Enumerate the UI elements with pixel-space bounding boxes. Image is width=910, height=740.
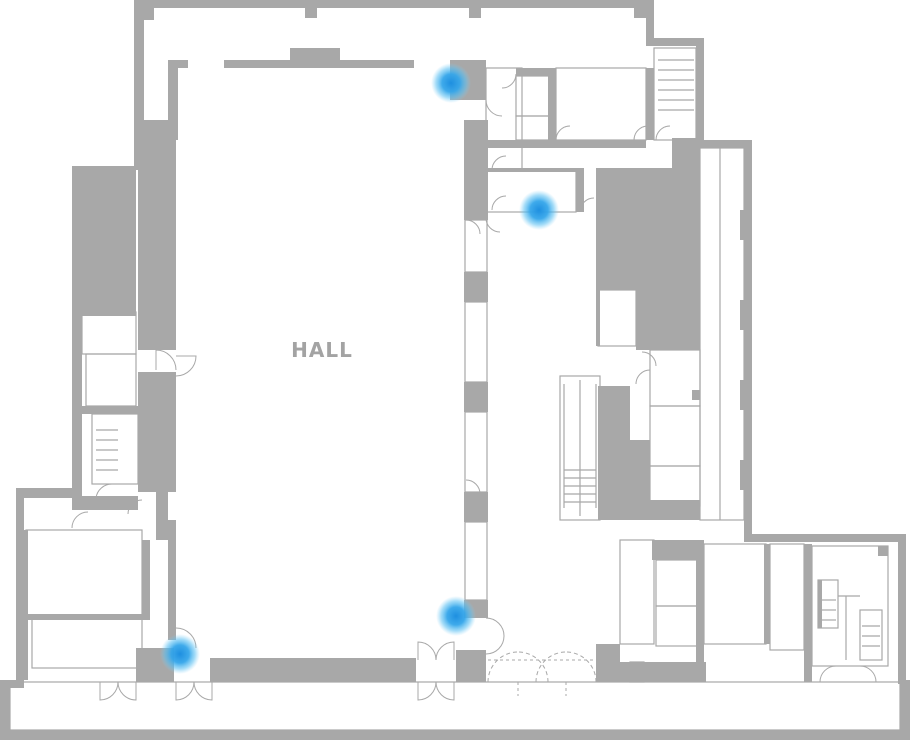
- marker-3[interactable]: [436, 596, 476, 636]
- bottom-right-rooms: [596, 539, 889, 683]
- marker-4[interactable]: [160, 634, 200, 674]
- marker-1[interactable]: [431, 63, 471, 103]
- marker-2[interactable]: [519, 190, 559, 230]
- left-rooms: [9, 311, 901, 731]
- right-rooms: [596, 147, 746, 521]
- room-label-hall: HALL: [291, 338, 353, 362]
- location-markers: [160, 63, 559, 674]
- central-stairs: [559, 375, 601, 521]
- hall-walls: [136, 48, 488, 682]
- upper-right-rooms: [485, 47, 700, 213]
- doors: [71, 73, 877, 701]
- top-wall-details: [144, 8, 646, 20]
